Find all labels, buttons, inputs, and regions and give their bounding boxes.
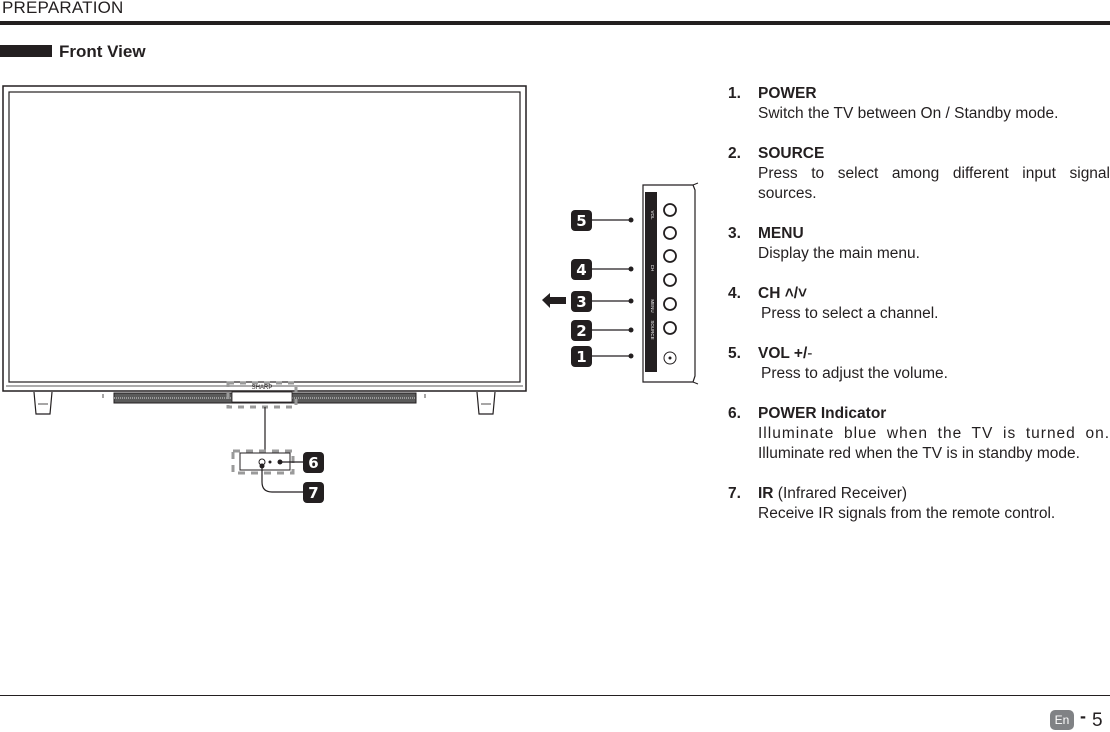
tv-foot-left	[33, 391, 53, 415]
item-description-line-1: Illuminate blue when the TV is turned on…	[758, 425, 1110, 442]
svg-text:MENU: MENU	[650, 299, 655, 312]
item-title: IR (Infrared Receiver)	[758, 485, 908, 502]
item-title: CH ˄/˅	[758, 285, 808, 302]
svg-text:4: 4	[576, 261, 586, 279]
callout-5	[571, 210, 592, 231]
callout-3	[571, 291, 592, 312]
callout-1	[571, 346, 592, 367]
tv-front-view-illustration: SHARP VOL CH MENU SOURCE	[2, 85, 699, 503]
page-header-title: PREPARATION	[2, 0, 124, 17]
svg-text:3: 3	[576, 293, 586, 311]
svg-text:2: 2	[576, 322, 586, 340]
item-title: POWER Indicator	[758, 405, 887, 422]
control-description-list: 1. POWER Switch the TV between On / Stan…	[728, 84, 1110, 544]
item-description-line-2: Illuminate red when the TV is in standby…	[758, 445, 1080, 462]
section-marker	[0, 45, 52, 57]
panel-button-vol-minus	[663, 226, 677, 240]
item-description: Press to select a channel.	[761, 305, 939, 322]
power-indicator-dot	[268, 460, 272, 464]
list-item-source: 2. SOURCE Press to select among differen…	[728, 145, 1110, 202]
item-title: VOL +/-	[758, 345, 813, 362]
panel-button-menu	[663, 297, 677, 311]
callout-2	[571, 320, 592, 341]
list-item-ir: 7. IR (Infrared Receiver) Receive IR sig…	[728, 484, 1110, 524]
panel-button-ch-down	[663, 273, 677, 287]
list-item-power: 1. POWER Switch the TV between On / Stan…	[728, 84, 1110, 124]
item-description: Switch the TV between On / Standby mode.	[758, 105, 1059, 122]
list-item-menu: 3. MENU Display the main menu.	[728, 224, 1110, 264]
left-arrow-icon	[542, 293, 566, 308]
svg-text:6: 6	[308, 454, 318, 472]
side-panel-label-strip	[645, 192, 657, 372]
page-number: 5	[1092, 710, 1103, 731]
list-item-volume: 5. VOL +/- Press to adjust the volume.	[728, 344, 1110, 384]
svg-text:5: 5	[576, 212, 586, 230]
item-description: Press to adjust the volume.	[761, 365, 948, 382]
panel-button-ch-up	[663, 249, 677, 263]
section-title: Front View	[59, 42, 146, 61]
panel-button-vol-plus	[663, 203, 677, 217]
item-title: SOURCE	[758, 145, 825, 162]
item-description: Display the main menu.	[758, 245, 920, 262]
svg-text:CH: CH	[650, 265, 655, 272]
tv-foot-right	[476, 391, 496, 415]
item-description: Press to select among different input si…	[758, 165, 1110, 202]
list-item-channel: 4. CH ˄/˅ Press to select a channel.	[728, 284, 1110, 324]
item-description: Receive IR signals from the remote contr…	[758, 505, 1056, 522]
item-title: MENU	[758, 225, 804, 242]
svg-text:VOL: VOL	[650, 210, 655, 220]
svg-text:SOURCE: SOURCE	[650, 320, 655, 339]
page-separator: -	[1080, 706, 1086, 726]
svg-text:7: 7	[308, 484, 318, 502]
item-title: POWER	[758, 85, 817, 102]
svg-text:1: 1	[576, 348, 586, 366]
language-badge: En	[1050, 710, 1074, 730]
callout-4	[571, 259, 592, 280]
footer-rule	[0, 695, 1110, 696]
panel-button-source	[663, 321, 677, 335]
list-item-power-indicator: 6. POWER Indicator Illuminate blue when …	[728, 405, 1110, 462]
tv-logo: SHARP	[252, 385, 273, 391]
callout-6	[303, 452, 324, 473]
tv-screen	[8, 91, 521, 383]
header-rule	[0, 21, 1110, 25]
callout-7	[303, 482, 324, 503]
